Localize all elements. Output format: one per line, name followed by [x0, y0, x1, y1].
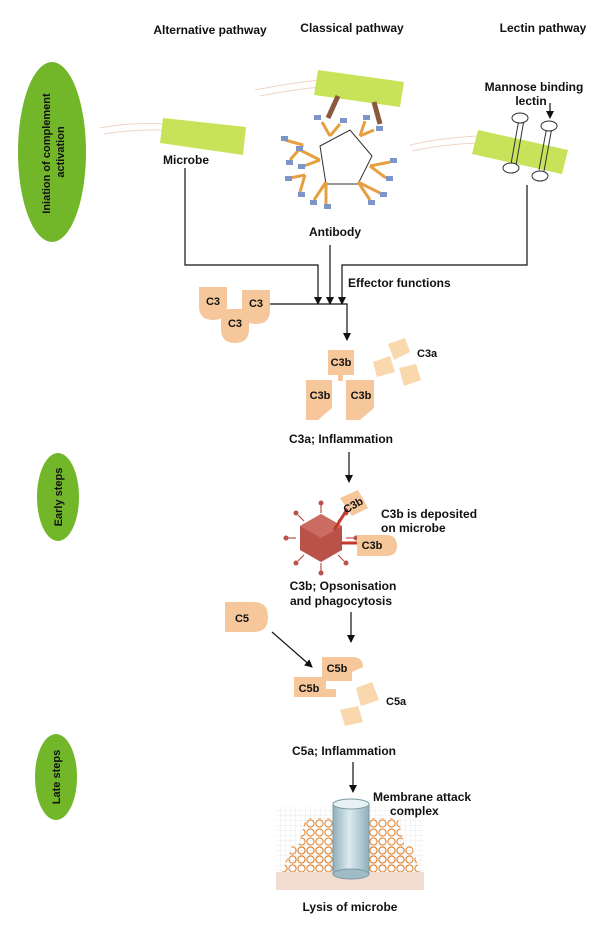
motion-streaks [99, 79, 479, 152]
pathway-connectors [184, 168, 528, 793]
c3-label-3: C3 [228, 318, 242, 330]
virus-icon: C3b C3b [283, 490, 397, 576]
antibody-label: Antibody [309, 225, 361, 239]
c5-fragment: C5 [225, 602, 268, 632]
c3-label-1: C3 [206, 296, 220, 308]
c5a-inflammation-label: C5a; Inflammation [291, 744, 397, 758]
mac-label-line1: Membrane attack [373, 790, 472, 804]
stage-late-label: Late steps [51, 750, 63, 804]
membrane-attack-complex-icon [276, 798, 424, 890]
stage-early-label: Early steps [53, 468, 65, 527]
microbe-label: Microbe [162, 153, 210, 167]
c5a-label: C5a [386, 696, 407, 708]
c3b-deposited-label-line2: on microbe [381, 521, 446, 535]
c3b-deposit-label-2: C3b [362, 540, 383, 552]
lysis-of-microbe-label: Lysis of microbe [302, 900, 398, 914]
microbe-alternative-icon [160, 118, 246, 155]
c3b-label-3: C3b [351, 390, 372, 402]
c3-fragments: C3 C3 C3 [199, 287, 270, 343]
alternative-pathway-label: Alternative pathway [153, 23, 267, 37]
c3b-label-1: C3b [331, 357, 352, 369]
stage-initiation-label: Iniation of complement activation [41, 90, 67, 213]
antibody-complex-icon [281, 70, 404, 209]
c3b-label-2: C3b [310, 390, 331, 402]
lectin-pathway-label: Lectin pathway [499, 21, 587, 35]
c3b-deposited-label-line1: C3b is deposited [381, 507, 478, 521]
effector-functions-label: Effector functions [348, 276, 451, 290]
stage-late: Late steps [35, 734, 77, 820]
classical-pathway-label: Classical pathway [300, 21, 404, 35]
c3-label-2: C3 [249, 298, 263, 310]
mannose-binding-lectin-icon [472, 112, 568, 182]
c3a-inflammation-label: C3a; Inflammation [288, 432, 394, 446]
stage-initiation: Iniation of complement activation [18, 62, 86, 242]
c5-label: C5 [235, 613, 249, 625]
mbl-label-line2: lectin [515, 94, 547, 108]
c3a-label: C3a [417, 348, 438, 360]
opsonisation-label-line1: C3b; Opsonisation [289, 579, 397, 593]
c5-cleavage-fragments: C5b C5b C5a [294, 657, 407, 726]
mac-label-line2: complex [390, 804, 439, 818]
c5b-label-2: C5b [299, 683, 320, 695]
c5b-label-1: C5b [327, 663, 348, 675]
mbl-label-line1: Mannose binding [484, 80, 584, 94]
c3-cleavage-fragments: C3b C3b C3b C3a [306, 338, 438, 420]
stage-early: Early steps [37, 453, 79, 541]
opsonisation-label-line2: and phagocytosis [289, 594, 393, 608]
